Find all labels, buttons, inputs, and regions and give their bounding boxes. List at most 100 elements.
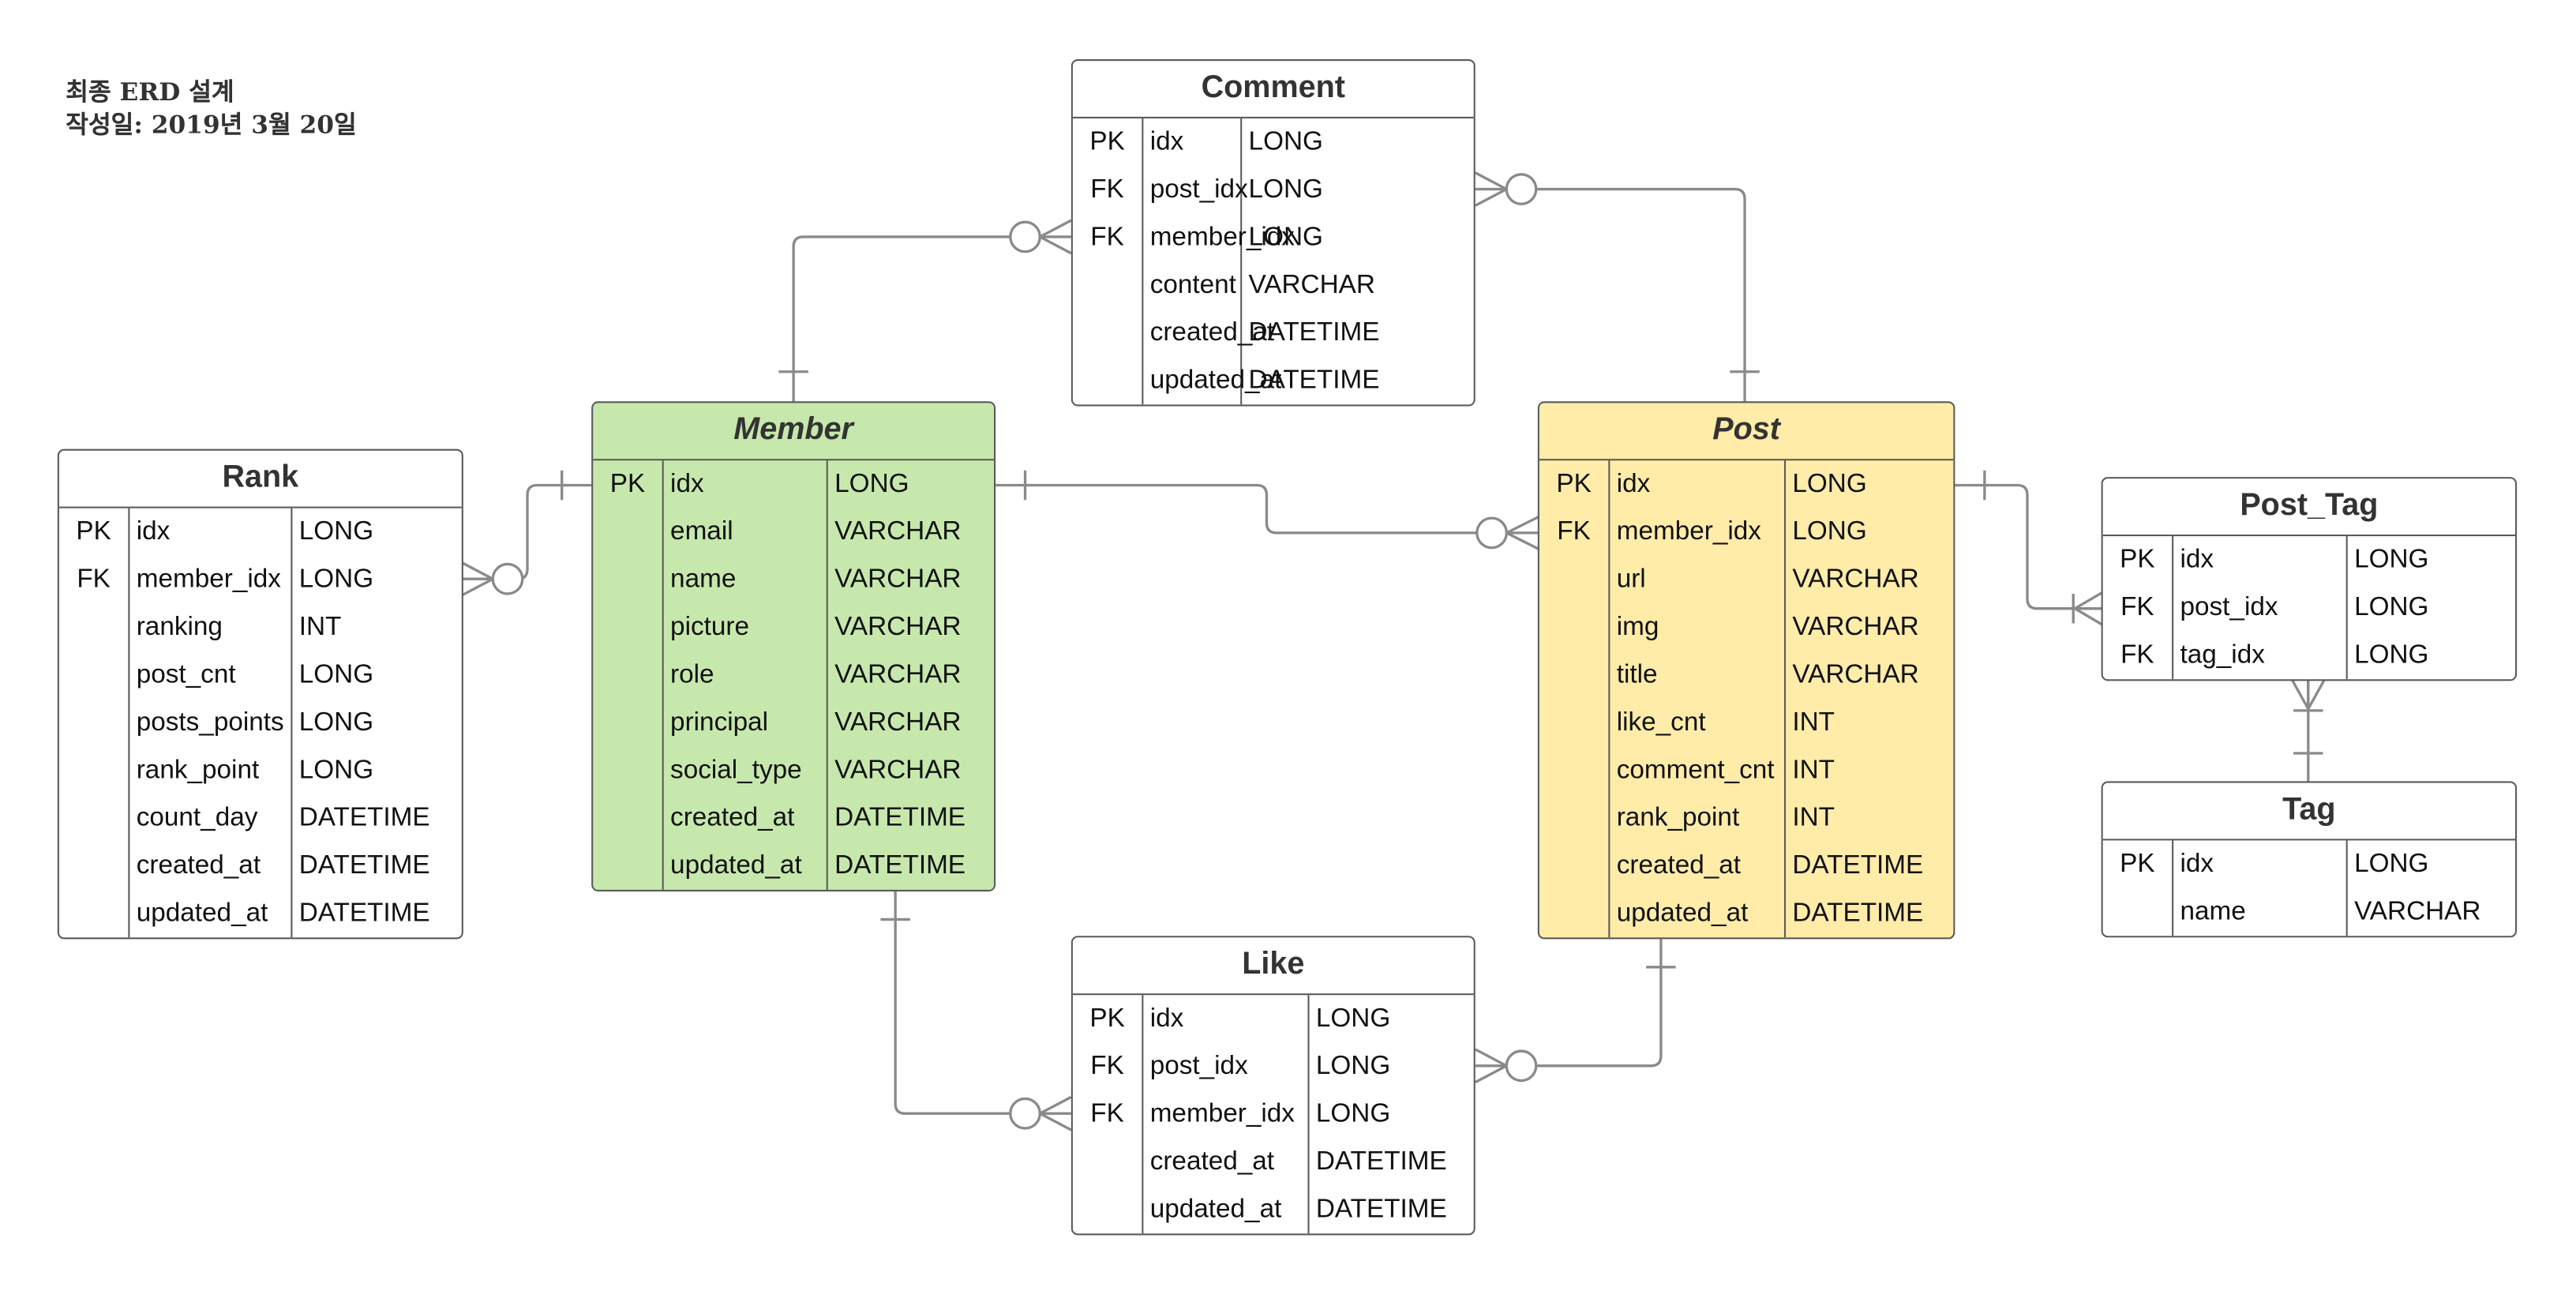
- attribute-name: created_at: [670, 804, 795, 832]
- attribute-type: DATETIME: [298, 851, 430, 880]
- attribute-name: updated_at: [1616, 899, 1749, 928]
- rel-member-post[interactable]: [994, 470, 1540, 551]
- attribute-type: LONG: [1315, 1100, 1391, 1128]
- attribute-key: PK: [1089, 128, 1125, 156]
- attribute-type: LONG: [298, 756, 374, 785]
- entity-title: Like: [1072, 937, 1474, 996]
- attribute-type: VARCHAR: [2354, 898, 2481, 926]
- diagram-header: 최종 ERD 설계 작성일: 2019년 3월 20일: [66, 76, 356, 141]
- rel-post-like[interactable]: [1474, 937, 1676, 1084]
- attribute-type: LONG: [298, 518, 374, 546]
- attribute-name: rank_point: [136, 756, 260, 785]
- column-divider: [2345, 536, 2348, 680]
- attribute-name: ranking: [136, 613, 223, 642]
- attribute-type: LONG: [2354, 593, 2429, 622]
- attribute-type: LONG: [1792, 470, 1867, 499]
- attribute-row[interactable]: rank_point LONG: [59, 747, 462, 794]
- entity-title: Tag: [2102, 783, 2516, 841]
- attribute-type: LONG: [1792, 518, 1867, 546]
- column-divider: [128, 508, 130, 938]
- rel-member-rank[interactable]: [460, 470, 594, 597]
- attribute-type: LONG: [1248, 175, 1323, 205]
- attribute-name: name: [670, 565, 737, 594]
- rel-post-comment[interactable]: [1474, 171, 1760, 403]
- rel-tag-post-tag[interactable]: [2290, 678, 2327, 783]
- attribute-name: post_idx: [1149, 1053, 1248, 1081]
- attribute-type: VARCHAR: [834, 756, 962, 785]
- attribute-name: member_idx: [136, 565, 281, 594]
- column-divider: [2345, 840, 2348, 936]
- attribute-type: LONG: [2354, 850, 2429, 879]
- attribute-type: VARCHAR: [834, 708, 962, 737]
- attribute-name: picture: [670, 613, 750, 642]
- attribute-name: updated_at: [136, 899, 268, 928]
- attribute-key: PK: [2120, 546, 2155, 574]
- column-divider: [1142, 995, 1144, 1234]
- attribute-name: role: [670, 661, 714, 689]
- attribute-type: VARCHAR: [1792, 661, 1919, 689]
- attribute-key: FK: [1090, 1100, 1124, 1128]
- rel-member-like[interactable]: [880, 889, 1072, 1132]
- rel-member-comment[interactable]: [778, 219, 1072, 403]
- attribute-type: DATETIME: [1315, 1147, 1447, 1177]
- attribute-name: created_at: [1616, 851, 1742, 880]
- attribute-name: count_day: [136, 804, 258, 832]
- attribute-name: member_idx: [1616, 518, 1761, 546]
- attribute-type: LONG: [834, 470, 909, 499]
- attribute-name: url: [1616, 565, 1646, 594]
- attribute-type: DATETIME: [1792, 899, 1924, 928]
- rel-post-post-tag[interactable]: [1953, 470, 2104, 626]
- attribute-key: FK: [1090, 175, 1124, 205]
- attribute-row[interactable]: updated_at DATETIME: [1539, 890, 1953, 937]
